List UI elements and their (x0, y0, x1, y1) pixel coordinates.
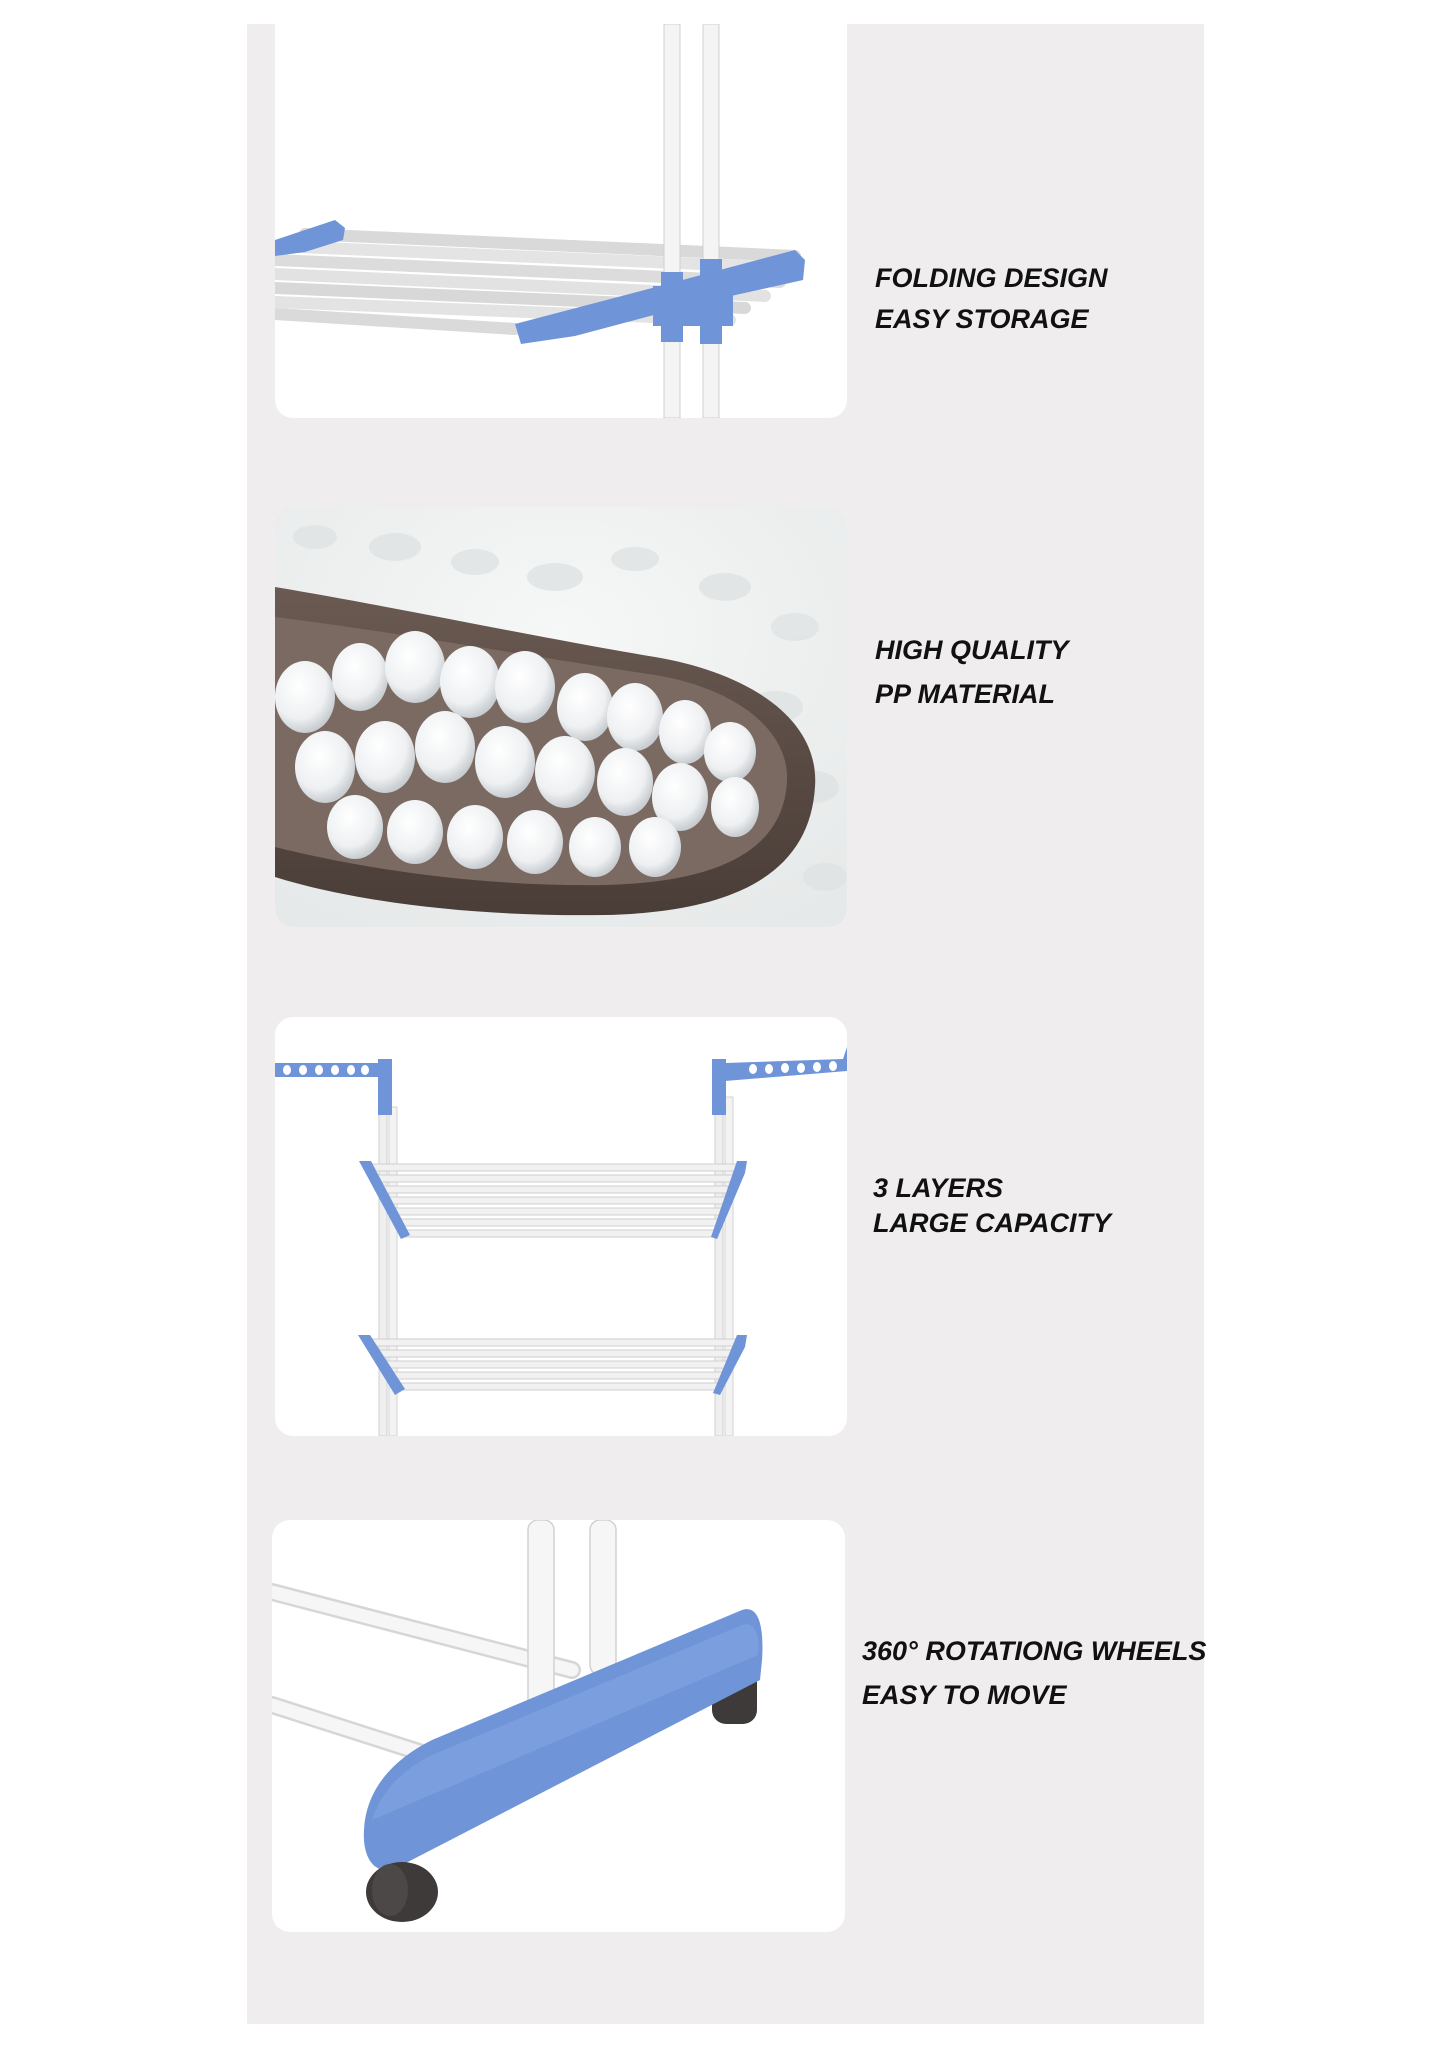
caption-line: PP MATERIAL (875, 679, 1055, 709)
feature-caption-folding: FOLDING DESIGN EASY STORAGE (875, 265, 1108, 333)
caption-line: LARGE CAPACITY (873, 1208, 1112, 1238)
feature-caption-rotating-wheels: 360° ROTATIONG WHEELS EASY TO MOVE (862, 1638, 1206, 1709)
feature-caption-pp-material: HIGH QUALITY PP MATERIAL (875, 637, 1069, 708)
caption-line: EASY TO MOVE (862, 1680, 1067, 1710)
caption-line: 360° ROTATIONG WHEELS (862, 1636, 1207, 1666)
caption-line: FOLDING DESIGN (875, 263, 1108, 293)
rotating-wheels-icon (272, 1520, 763, 1922)
feature-caption-three-layers: 3 LAYERS LARGE CAPACITY (873, 1175, 1111, 1237)
feature-image-pp-material (275, 507, 847, 927)
caption-line: EASY STORAGE (875, 304, 1089, 334)
caption-line: 3 LAYERS (873, 1173, 1004, 1203)
three-layer-rack-icon (275, 1047, 847, 1436)
feature-image-folding (275, 24, 847, 418)
feature-image-three-layers (275, 1017, 847, 1436)
pp-pellets-icon (275, 507, 847, 927)
folding-shelf-icon (275, 24, 805, 418)
feature-image-rotating-wheels (272, 1520, 845, 1932)
caption-line: HIGH QUALITY (875, 635, 1069, 665)
